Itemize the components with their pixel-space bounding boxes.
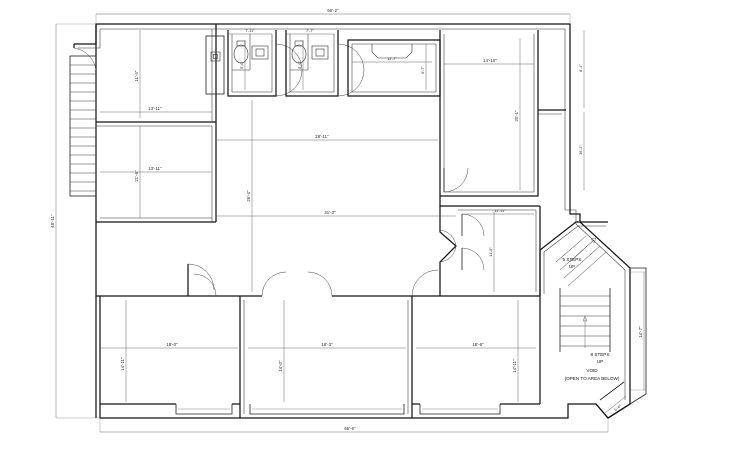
dim-top-overall: 60'-2" [95, 8, 571, 24]
dim-upper-left-room-h: 11'-4" [134, 30, 141, 118]
dim-label-right-wall-h: 16'-3" [579, 145, 583, 155]
dim-mid-right-h: 11'-8" [489, 212, 495, 292]
dim-mid-right-w: 11'-11" [462, 209, 534, 215]
dim-label-lower-right-room-w: 18'-6" [472, 342, 484, 347]
dim-label-top-overall: 60'-2" [327, 8, 339, 13]
dim-label-center-lower-w: 31'-3" [324, 210, 336, 215]
dim-label-mid-right-w: 11'-11" [494, 209, 506, 213]
dim-left-room-h: 21'-6" [134, 126, 141, 218]
dim-label-restroom-depth-2: 5'-0" [298, 61, 302, 69]
dim-label-corner-diagonal: 6'-6" [614, 404, 623, 412]
dim-lower-right-room-w: 18'-6" [416, 342, 536, 349]
dim-right-notch-h: 8'-4" [579, 30, 585, 108]
dim-label-mid-top-room-w: 13'-7" [387, 57, 397, 61]
dim-label-stair-bay-h: 14'-7" [638, 326, 643, 338]
exterior-stair-left [69, 47, 97, 197]
dim-left-overall: 48'-11" [50, 23, 100, 419]
dim-stair-bay-h: 14'-7" [630, 271, 646, 391]
steps-upper-line2: UP [569, 264, 575, 269]
restrooms [205, 30, 365, 97]
dim-corner-diagonal: 6'-6" [603, 395, 627, 415]
right-exterior-edge [629, 267, 647, 405]
dim-restroom-stall-2: 7'-7" [286, 29, 334, 35]
dim-mid-top-room-h: 6'-7" [421, 44, 427, 90]
dim-center-lower-w: 31'-3" [216, 210, 456, 217]
annotation-steps-upper: 5 STEPS UP [563, 257, 582, 269]
room-upper-right [439, 30, 566, 207]
dim-label-lower-left-room-h: 14'-11" [120, 357, 125, 371]
central-open-area [100, 205, 541, 418]
dim-bottom-overall: 65'-6" [99, 418, 609, 433]
dim-label-lower-mid-room-h: 14'-0" [278, 360, 283, 372]
steps-lower-line1: 8 STEPS [591, 352, 610, 357]
dim-label-restroom-depth-1: 5'-0" [240, 61, 244, 69]
dim-lower-mid-room-w: 18'-3" [248, 342, 406, 349]
void-line1: VOID [586, 368, 598, 373]
dim-label-center-h: 26'-4" [246, 190, 251, 202]
room-upper-left [96, 24, 217, 223]
dim-center-upper-w: 28'-11" [216, 134, 438, 141]
dim-label-left-overall: 48'-11" [50, 214, 55, 228]
dim-label-restroom-stall-2: 7'-7" [306, 29, 314, 33]
dim-lower-left-room-h: 14'-11" [120, 300, 127, 402]
dim-label-mid-top-room-h: 6'-7" [421, 66, 425, 74]
dim-left-room-w: 13'-11" [100, 166, 212, 173]
dim-label-left-room-w: 13'-11" [148, 166, 162, 171]
dim-label-lower-mid-room-w: 18'-3" [321, 342, 333, 347]
dim-lower-left-room-w: 18'-0" [100, 342, 238, 349]
dim-restroom-depth-1: 5'-0" [240, 40, 246, 90]
dim-label-lower-right-room-h: 14'-11" [512, 359, 517, 373]
dim-label-upper-right-room-w: 14'-10" [483, 58, 497, 63]
dim-center-h: 26'-4" [246, 100, 253, 292]
dim-upper-left-room-w: 13'-11" [100, 106, 212, 113]
dim-lower-mid-room-h: 14'-0" [278, 300, 285, 402]
void-line2: (OPEN TO AREA BELOW) [565, 376, 620, 381]
dim-upper-right-room-w: 14'-10" [444, 58, 534, 65]
steps-upper-line1: 5 STEPS [563, 257, 582, 262]
rooms-lower [100, 296, 541, 415]
annotation-steps-lower: 8 STEPS UP [591, 352, 610, 364]
dim-label-center-upper-w: 28'-11" [315, 134, 329, 139]
dim-mid-top-room-w: 13'-7" [352, 57, 432, 63]
dim-restroom-depth-2: 5'-0" [298, 40, 304, 90]
stair-bay-right [539, 221, 631, 419]
annotation-void: VOID (OPEN TO AREA BELOW) [565, 368, 620, 381]
dim-label-right-notch-h: 8'-4" [579, 64, 583, 72]
dim-restroom-stall-1: 7'-11" [228, 29, 272, 35]
dim-label-upper-left-room-w: 13'-11" [148, 106, 162, 111]
steps-lower-line2: UP [597, 359, 603, 364]
dim-label-mid-right-h: 11'-8" [489, 247, 493, 257]
dim-label-restroom-stall-1: 7'-11" [245, 29, 255, 33]
dim-upper-right-room-h: 20'-1" [514, 38, 521, 190]
dim-label-lower-left-room-w: 18'-0" [166, 342, 178, 347]
dim-lower-right-room-h: 14'-11" [512, 300, 519, 402]
dim-label-bottom-overall: 65'-6" [344, 426, 356, 431]
dim-label-upper-left-room-h: 11'-4" [134, 70, 139, 81]
dim-right-wall-h: 16'-3" [579, 112, 585, 190]
dim-label-left-room-h: 21'-6" [134, 170, 139, 182]
dim-label-upper-right-room-h: 20'-1" [514, 110, 519, 122]
